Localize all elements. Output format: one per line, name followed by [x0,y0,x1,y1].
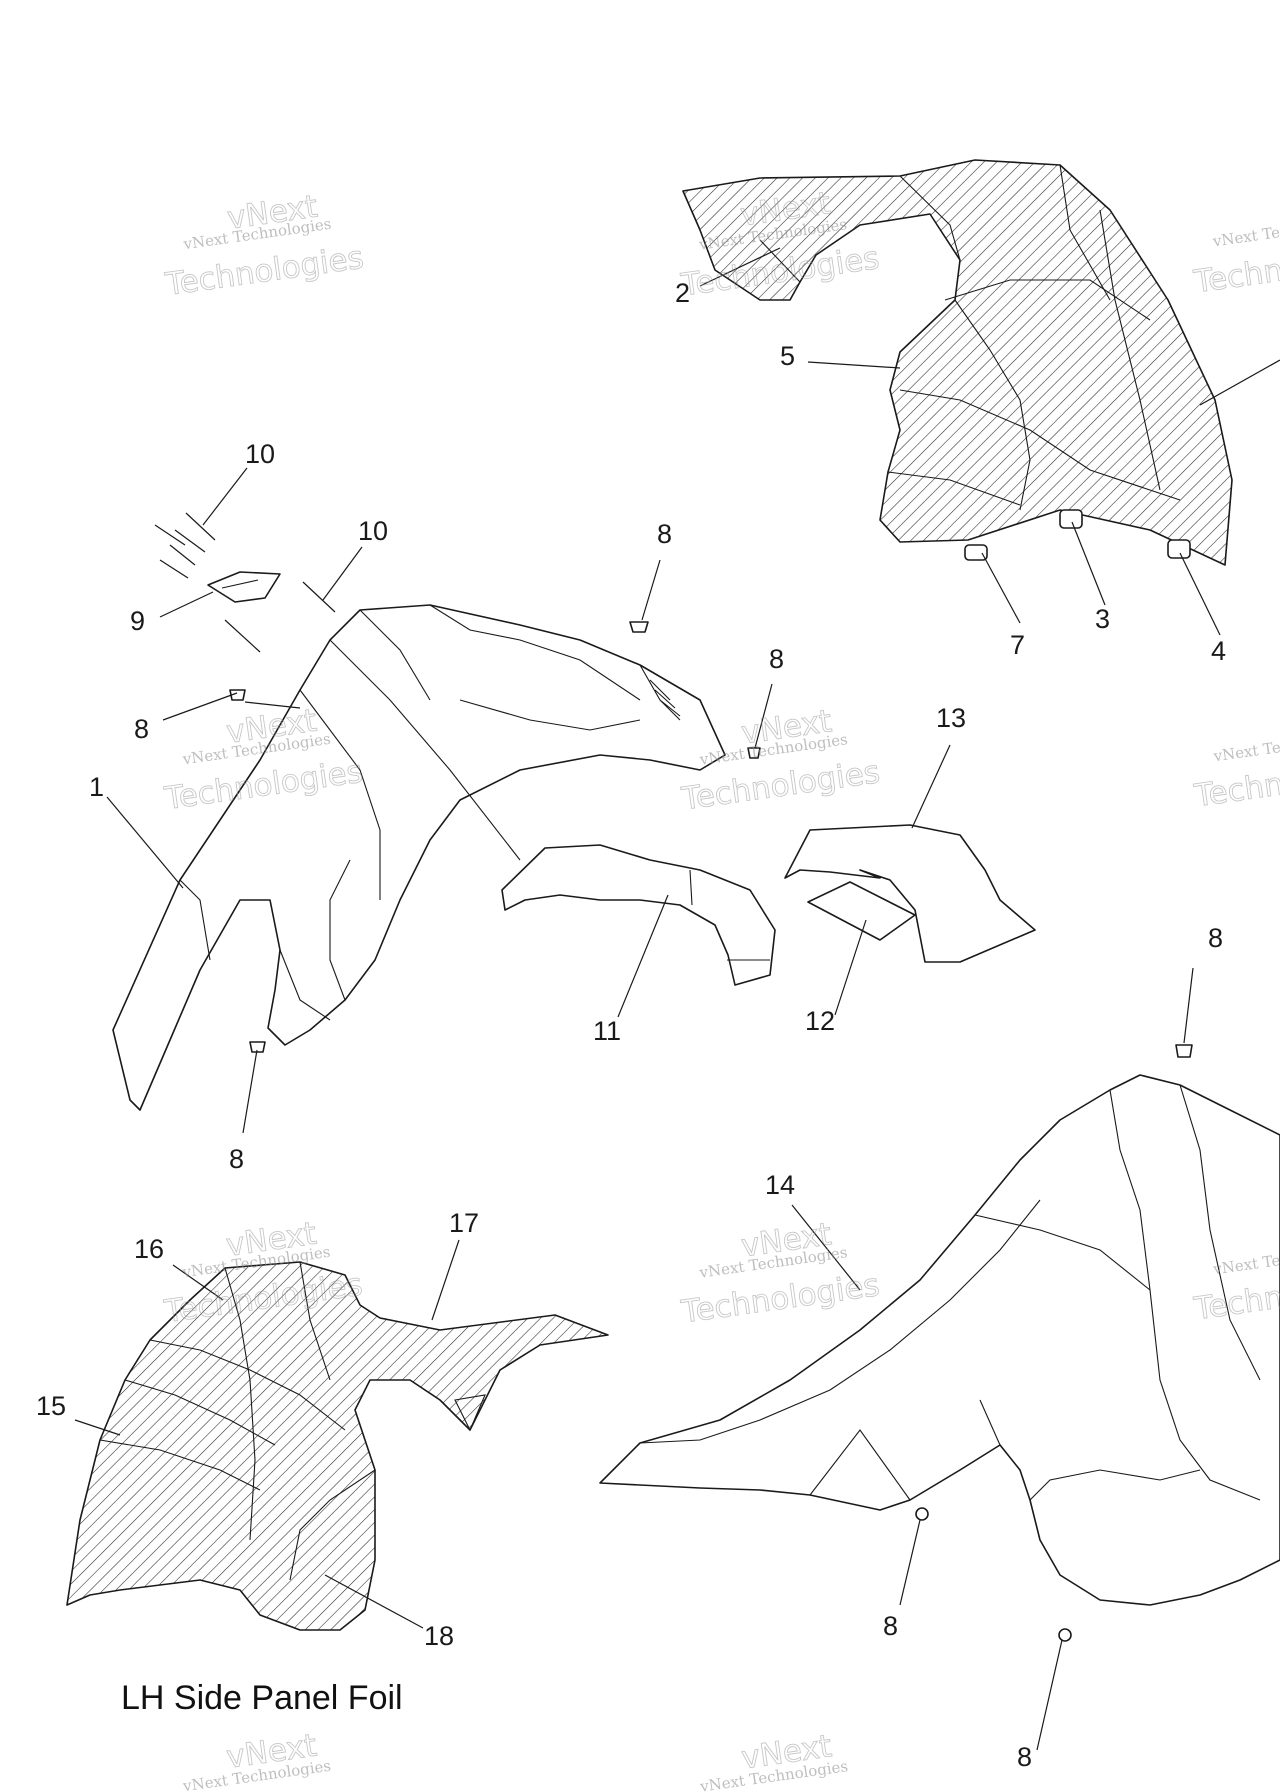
callout-8a: 8 [657,519,672,549]
leader-lines [74,247,1280,1751]
callout-labels: 2 5 3 4 7 10 10 9 8 8 8 8 8 8 8 1 13 11 … [36,278,1226,1772]
bumper-4 [1167,539,1191,559]
lh-side-panel-foil [66,1261,609,1631]
callout-10b: 10 [358,516,388,546]
bumper-3 [1059,509,1083,529]
callout-8c: 8 [134,714,149,744]
callout-8d: 8 [229,1144,244,1174]
side-panel-14 [599,1074,1280,1606]
callout-8g: 8 [1017,1742,1032,1772]
callout-8b: 8 [769,644,784,674]
foil-12 [807,881,916,941]
callout-1: 1 [89,772,104,802]
svg-text:vNext Technologies: vNext Technologies [1211,212,1280,251]
callout-3: 3 [1095,604,1110,634]
svg-text:vNext Technologies: vNext Technologies [1212,727,1280,766]
rivets-10 [154,512,336,653]
rh-side-panel-foil [682,159,1233,566]
callout-17: 17 [449,1208,479,1238]
callout-2: 2 [675,278,690,308]
callout-18: 18 [424,1621,454,1651]
callout-8e: 8 [1208,923,1223,953]
foil-13 [784,824,1036,963]
callout-9: 9 [130,606,145,636]
side-panel-1 [112,604,726,1111]
diagram-caption: LH Side Panel Foil [121,1679,403,1717]
callout-10a: 10 [245,439,275,469]
callout-4: 4 [1211,636,1226,666]
callout-12: 12 [805,1006,835,1036]
callout-15: 15 [36,1391,66,1421]
callout-5: 5 [780,341,795,371]
callout-16: 16 [134,1234,164,1264]
callout-14: 14 [765,1170,795,1200]
bumper-7 [964,544,988,561]
callout-7: 7 [1010,630,1025,660]
callout-13: 13 [936,703,966,733]
clip-9 [207,571,281,603]
callout-11: 11 [593,1016,621,1046]
duct-11 [501,844,776,986]
callout-8f: 8 [883,1611,898,1641]
